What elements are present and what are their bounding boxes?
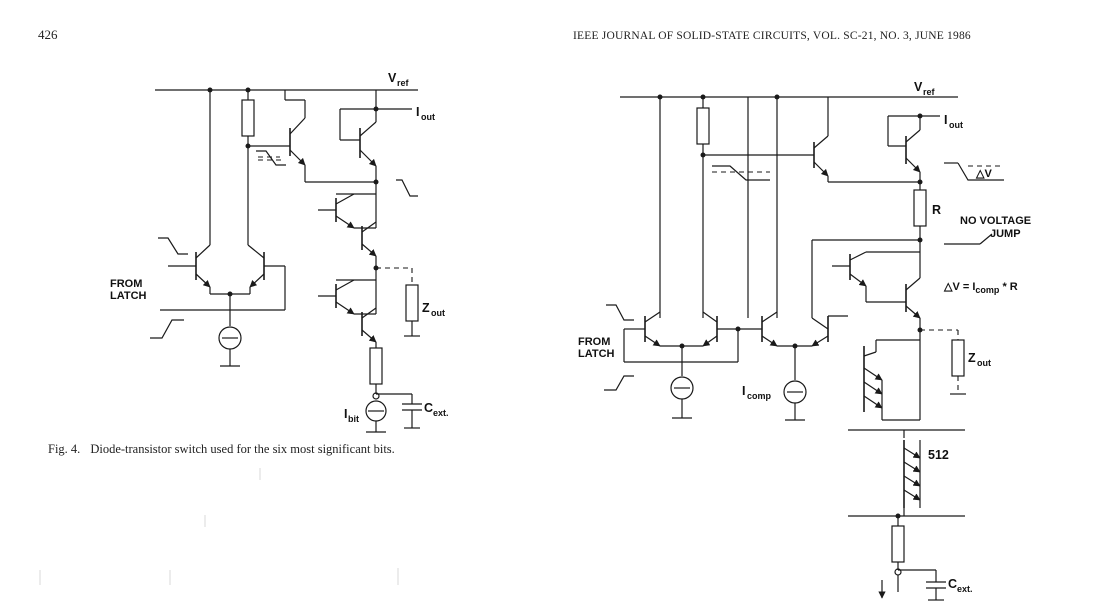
fig5-icomp-sub: comp xyxy=(747,391,772,401)
figure-5-circuit: V ref I out xyxy=(578,80,1031,601)
fig5-zout-label: Z xyxy=(968,351,976,365)
fig5-diff-pairs xyxy=(623,311,848,421)
fig5-icomp-label: I xyxy=(742,384,745,398)
fig4-cext-label: C xyxy=(424,401,433,415)
scan-artifacts xyxy=(39,468,399,585)
fig4-from-label: FROM xyxy=(110,278,142,290)
fig5-delta-v-label: △V xyxy=(975,168,992,180)
fig5-cext-label: C xyxy=(948,577,957,591)
fig5-count-label: 512 xyxy=(928,448,949,462)
fig5-vref-label: V xyxy=(914,80,923,94)
fig4-iout-label: I xyxy=(416,105,419,119)
fig5-jump-label: JUMP xyxy=(990,228,1021,240)
fig5-from-label: FROM xyxy=(578,336,610,348)
fig4-vref-sub: ref xyxy=(397,78,410,88)
fig4-zout-label: Z xyxy=(422,301,430,315)
fig4-zout-sub: out xyxy=(431,308,445,318)
fig4-iout-sub: out xyxy=(421,112,435,122)
figure-4-caption-text: Diode-transistor switch used for the six… xyxy=(90,442,395,456)
fig4-ibit-label: I xyxy=(344,407,347,421)
figure-4-caption-label: Fig. 4. xyxy=(48,442,81,456)
fig5-iout-sub: out xyxy=(949,120,963,130)
fig5-equation-label: △V = Icomp * R xyxy=(943,281,1018,295)
fig5-latch-label: LATCH xyxy=(578,348,615,360)
fig4-vref-label: V xyxy=(388,71,397,85)
page-number: 426 xyxy=(38,27,58,42)
running-head: IEEE JOURNAL OF SOLID-STATE CIRCUITS, VO… xyxy=(573,30,971,42)
fig5-r-label: R xyxy=(932,203,941,217)
fig5-iout-label: I xyxy=(944,113,947,127)
fig4-cext-sub: ext. xyxy=(433,408,449,418)
fig4-latch-label: LATCH xyxy=(110,290,147,302)
fig5-vref-sub: ref xyxy=(923,87,936,97)
fig5-no-voltage-label: NO VOLTAGE xyxy=(960,215,1031,227)
figure-4-circuit: V ref FROM xyxy=(110,71,449,433)
figure-4-caption: Fig. 4. Diode-transistor switch used for … xyxy=(48,442,528,457)
fig5-zout-sub: out xyxy=(977,358,991,368)
fig4-ibit-sub: bit xyxy=(348,414,359,424)
fig5-cext-sub: ext. xyxy=(957,584,973,594)
